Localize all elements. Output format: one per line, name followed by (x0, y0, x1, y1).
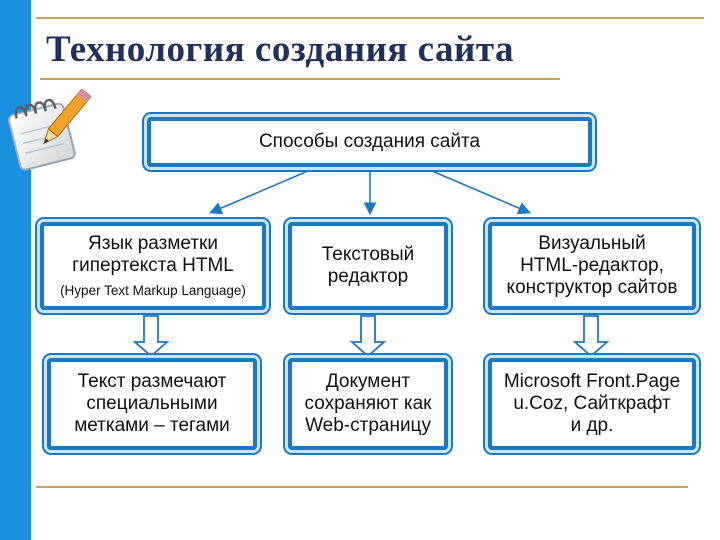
method-box-text-editor: Текстовый редактор (288, 222, 448, 310)
method-visual-line2: HTML-редактор, (520, 255, 664, 277)
bottom-rule (36, 486, 688, 488)
method-html-line2: гипертекста HTML (72, 255, 234, 277)
page-title: Технология создания сайта (46, 29, 514, 70)
arrow-visual-editor-to-products (572, 315, 610, 358)
result-webpage-line2: сохраняют как (304, 393, 432, 415)
method-html-line1: Язык разметки (88, 233, 218, 255)
result-products-line1: Microsoft Front.Page (503, 371, 681, 393)
notepad-pencil-icon (7, 88, 92, 171)
top-rule (36, 17, 704, 19)
arrow-root-to-html (209, 167, 316, 215)
method-html-note: (Hyper Text Markup Language) (60, 283, 246, 299)
method-box-html: Язык разметки гипертекста HTML (Hyper Te… (40, 222, 266, 310)
root-label: Способы создания сайта (258, 131, 481, 153)
result-products-line2: u.Coz, Сайткрафт (513, 393, 671, 415)
result-tags-line1: Текст размечают (77, 371, 227, 393)
left-accent-bar (0, 0, 31, 540)
root-box: Способы создания сайта (147, 117, 592, 167)
result-box-webpage: Документ сохраняют как Web-страницу (288, 358, 448, 450)
result-box-tags: Текст размечают специальными метками – т… (47, 358, 257, 450)
method-text-line1: Текстовый (321, 244, 415, 266)
method-visual-line1: Визуальный (538, 233, 646, 255)
result-box-products: Microsoft Front.Page u.Coz, Сайткрафт и … (488, 358, 696, 450)
arrow-html-to-tags (132, 315, 170, 358)
method-visual-line3: конструктор сайтов (506, 276, 678, 298)
method-text-line2: редактор (327, 266, 409, 287)
result-products-line3: и др. (570, 414, 614, 436)
title-underline (40, 78, 560, 80)
arrow-root-to-visual-editor (424, 167, 531, 215)
method-box-visual-editor: Визуальный HTML-редактор, конструктор са… (488, 222, 696, 310)
result-tags-line3: метками – тегами (74, 414, 230, 436)
result-tags-line2: специальными (86, 393, 218, 415)
result-webpage-line3: Web-страницу (305, 414, 431, 436)
result-webpage-line1: Документ (325, 371, 411, 393)
arrow-text-editor-to-webpage (349, 315, 387, 358)
